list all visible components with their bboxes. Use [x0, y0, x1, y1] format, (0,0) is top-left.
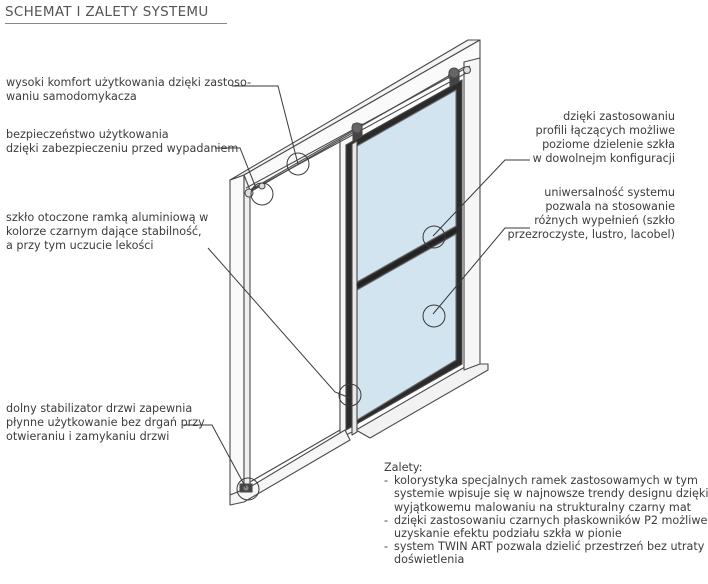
- advantage-line: systemie wpisuje się w najnowsze trendy …: [394, 487, 708, 501]
- leader-lines: [184, 85, 530, 489]
- callout-line: bezpieczeństwo użytkowania: [6, 128, 169, 141]
- glass-door-panel: [345, 79, 463, 436]
- advantage-item: - system TWIN ART pozwala dzielić przest…: [384, 540, 705, 567]
- callout-line: dzięki zastosowaniu: [563, 110, 675, 123]
- callout-line: otwieraniu i zamykaniu drzwi: [6, 430, 170, 443]
- advantage-line: doświetlenia: [394, 553, 465, 567]
- callout-line: uniwersalność systemu: [544, 186, 675, 199]
- advantage-item: - dzięki zastosowaniu czarnych płaskowni…: [384, 513, 708, 541]
- advantages-list: Zalety: - kolorystyka specjalnych ramek …: [384, 461, 708, 567]
- callout-line: dolny stabilizator drzwi zapewnia: [6, 402, 193, 415]
- callout-line: waniu samodomykacza: [6, 90, 137, 103]
- callout-line: w dowolnejm konfiguracji: [532, 152, 675, 165]
- callout-versatility: uniwersalność systemu pozwala na stosowa…: [507, 186, 675, 242]
- advantage-item: - kolorystyka specjalnych ramek zastosow…: [384, 474, 708, 514]
- advantage-line: kolorystyka specjalnych ramek zastosowam…: [394, 474, 698, 488]
- title-underline: [5, 23, 227, 24]
- callout-line: poziome dzielenie szkła: [542, 138, 675, 151]
- callout-line: dzięki zabezpieczeniu przed wypadaniem: [6, 142, 239, 155]
- callout-line: a przy tym uczucie lekości: [6, 239, 154, 252]
- callout-self-closing-comfort: wysoki komfort użytkowania dzięki zastos…: [6, 76, 251, 104]
- callout-line: pozwala na stosowanie: [545, 200, 675, 213]
- callout-safety: bezpieczeństwo użytkowania dzięki zabezp…: [6, 128, 238, 156]
- callout-line: kolorze czarnym dające stabilność,: [6, 225, 202, 238]
- callout-line: wysoki komfort użytkowania dzięki zastos…: [6, 76, 252, 89]
- diagram-title: SCHEMAT I ZALETY SYSTEMU: [5, 4, 209, 20]
- callout-connecting-profiles: dzięki zastosowaniu profili łączących mo…: [533, 110, 675, 166]
- callout-line: profili łączących możliwe: [535, 124, 675, 137]
- callout-bottom-stabilizer: dolny stabilizator drzwi zapewnia płynne…: [6, 402, 205, 444]
- advantage-line: wyjątkowemu malowaniu na strukturalny cz…: [394, 500, 692, 514]
- advantage-line: dzięki zastosowaniu czarnych płaskownikó…: [394, 513, 708, 527]
- door-system-illustration: [184, 39, 530, 506]
- callout-line: szkło otoczone ramką aluminiową w: [6, 211, 209, 224]
- callout-line: przezroczyste, lustro, lacobel): [507, 228, 675, 241]
- advantages-heading: Zalety:: [384, 461, 423, 474]
- callout-aluminium-frame: szkło otoczone ramką aluminiową w kolorz…: [6, 211, 208, 253]
- callout-line: różnych wypełnień (szkło: [534, 214, 675, 227]
- advantage-line: system TWIN ART pozwala dzielić przestrz…: [394, 540, 705, 554]
- callout-markers: [236, 152, 446, 501]
- advantage-line: uzyskanie efektu podziału szkła w pionie: [394, 527, 622, 541]
- roller-hangers: [351, 67, 460, 147]
- callout-line: płynne użytkowanie bez drgań przy: [6, 416, 205, 429]
